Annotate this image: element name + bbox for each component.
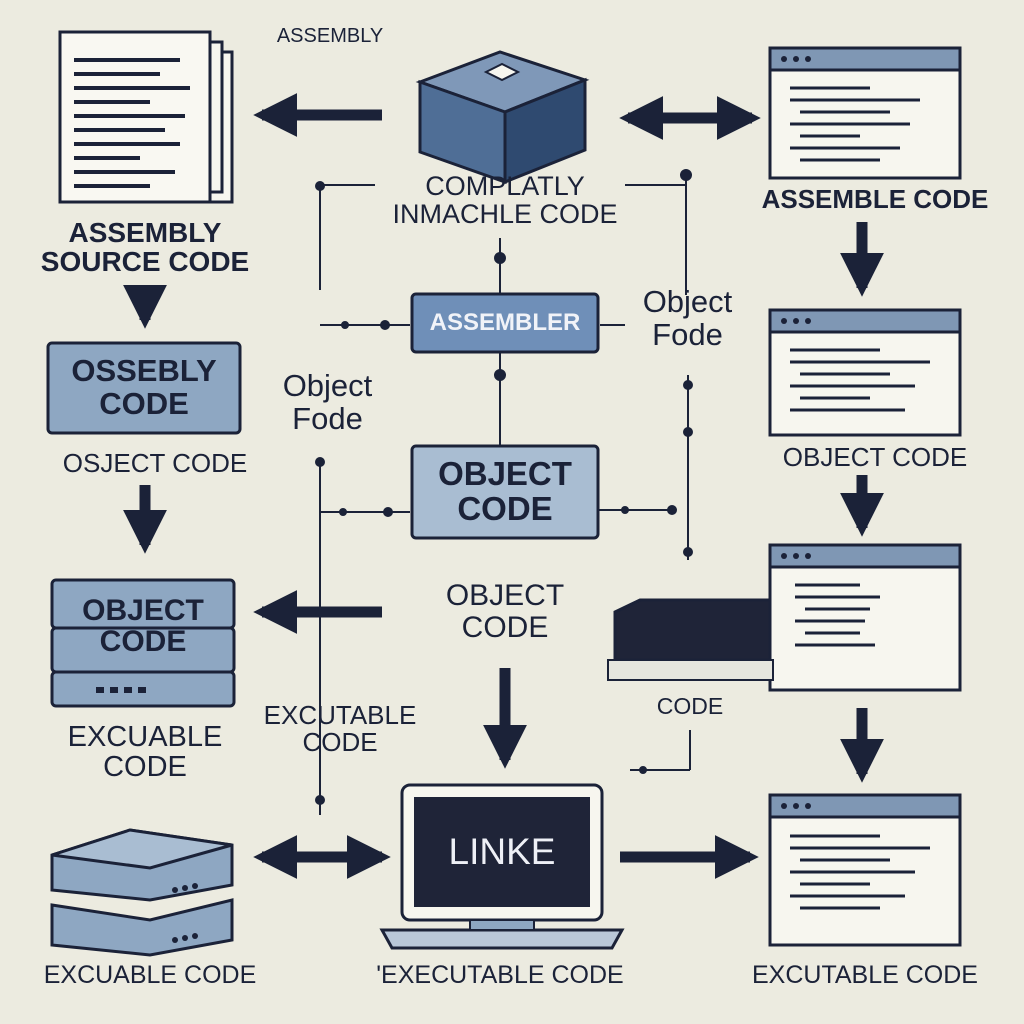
- server-stack-icon: [50, 828, 234, 957]
- assembler-box-label: ASSEMBLER: [429, 309, 581, 337]
- excutable-code-bottom-right-label: EXCUTABLE CODE: [752, 961, 978, 989]
- object-code-right-label: OBJECT CODE: [782, 442, 968, 472]
- document-stack-icon: [58, 30, 234, 204]
- assemble-code-label: ASSEMBLE CODE: [761, 184, 989, 214]
- laptop-icon: [379, 783, 625, 950]
- code-window-icon: [768, 46, 962, 180]
- chip-cube-icon: [415, 50, 590, 185]
- code-window-icon: [768, 793, 962, 947]
- excutable-code-middle-label: EXCUTABLE CODE: [263, 700, 417, 758]
- excuable-code-bottom-left-label: EXCUABLE CODE: [43, 961, 257, 989]
- completely-machine-label: COMPLATLY INMACHLE CODE: [392, 171, 618, 230]
- code-small-label: CODE: [656, 693, 724, 719]
- object-fode-left-label: Object Fode: [282, 368, 373, 436]
- excuable-code-left-label: EXCUABLE CODE: [67, 721, 223, 784]
- osject-code-label: OSJECT CODE: [62, 448, 248, 478]
- disk-drive-icon: [607, 598, 774, 681]
- assembler-box: [410, 292, 600, 354]
- object-code-middle-label: OBJECT CODE: [445, 579, 565, 644]
- assembly-source-label: ASSEMBLY SOURCE CODE: [40, 217, 250, 278]
- top-title: ASSEMBLY: [276, 25, 384, 47]
- code-window-icon: [768, 308, 962, 437]
- executable-code-bottom-center-label: 'EXECUTABLE CODE: [376, 961, 624, 989]
- ossebly-code-box: [46, 341, 242, 435]
- code-window-icon: [768, 543, 962, 692]
- server-stack-icon: [50, 578, 236, 708]
- ossebly-box-label: OSSEBLY CODE: [71, 353, 217, 421]
- linker-screen-label: LINKE: [448, 830, 556, 872]
- object-fode-right-label: Object Fode: [642, 284, 733, 352]
- object-code-center-box-label: OBJECT CODE: [438, 455, 572, 527]
- object-code-stack-box-label: OBJECT CODE: [82, 593, 204, 658]
- object-code-center-box: [410, 444, 600, 540]
